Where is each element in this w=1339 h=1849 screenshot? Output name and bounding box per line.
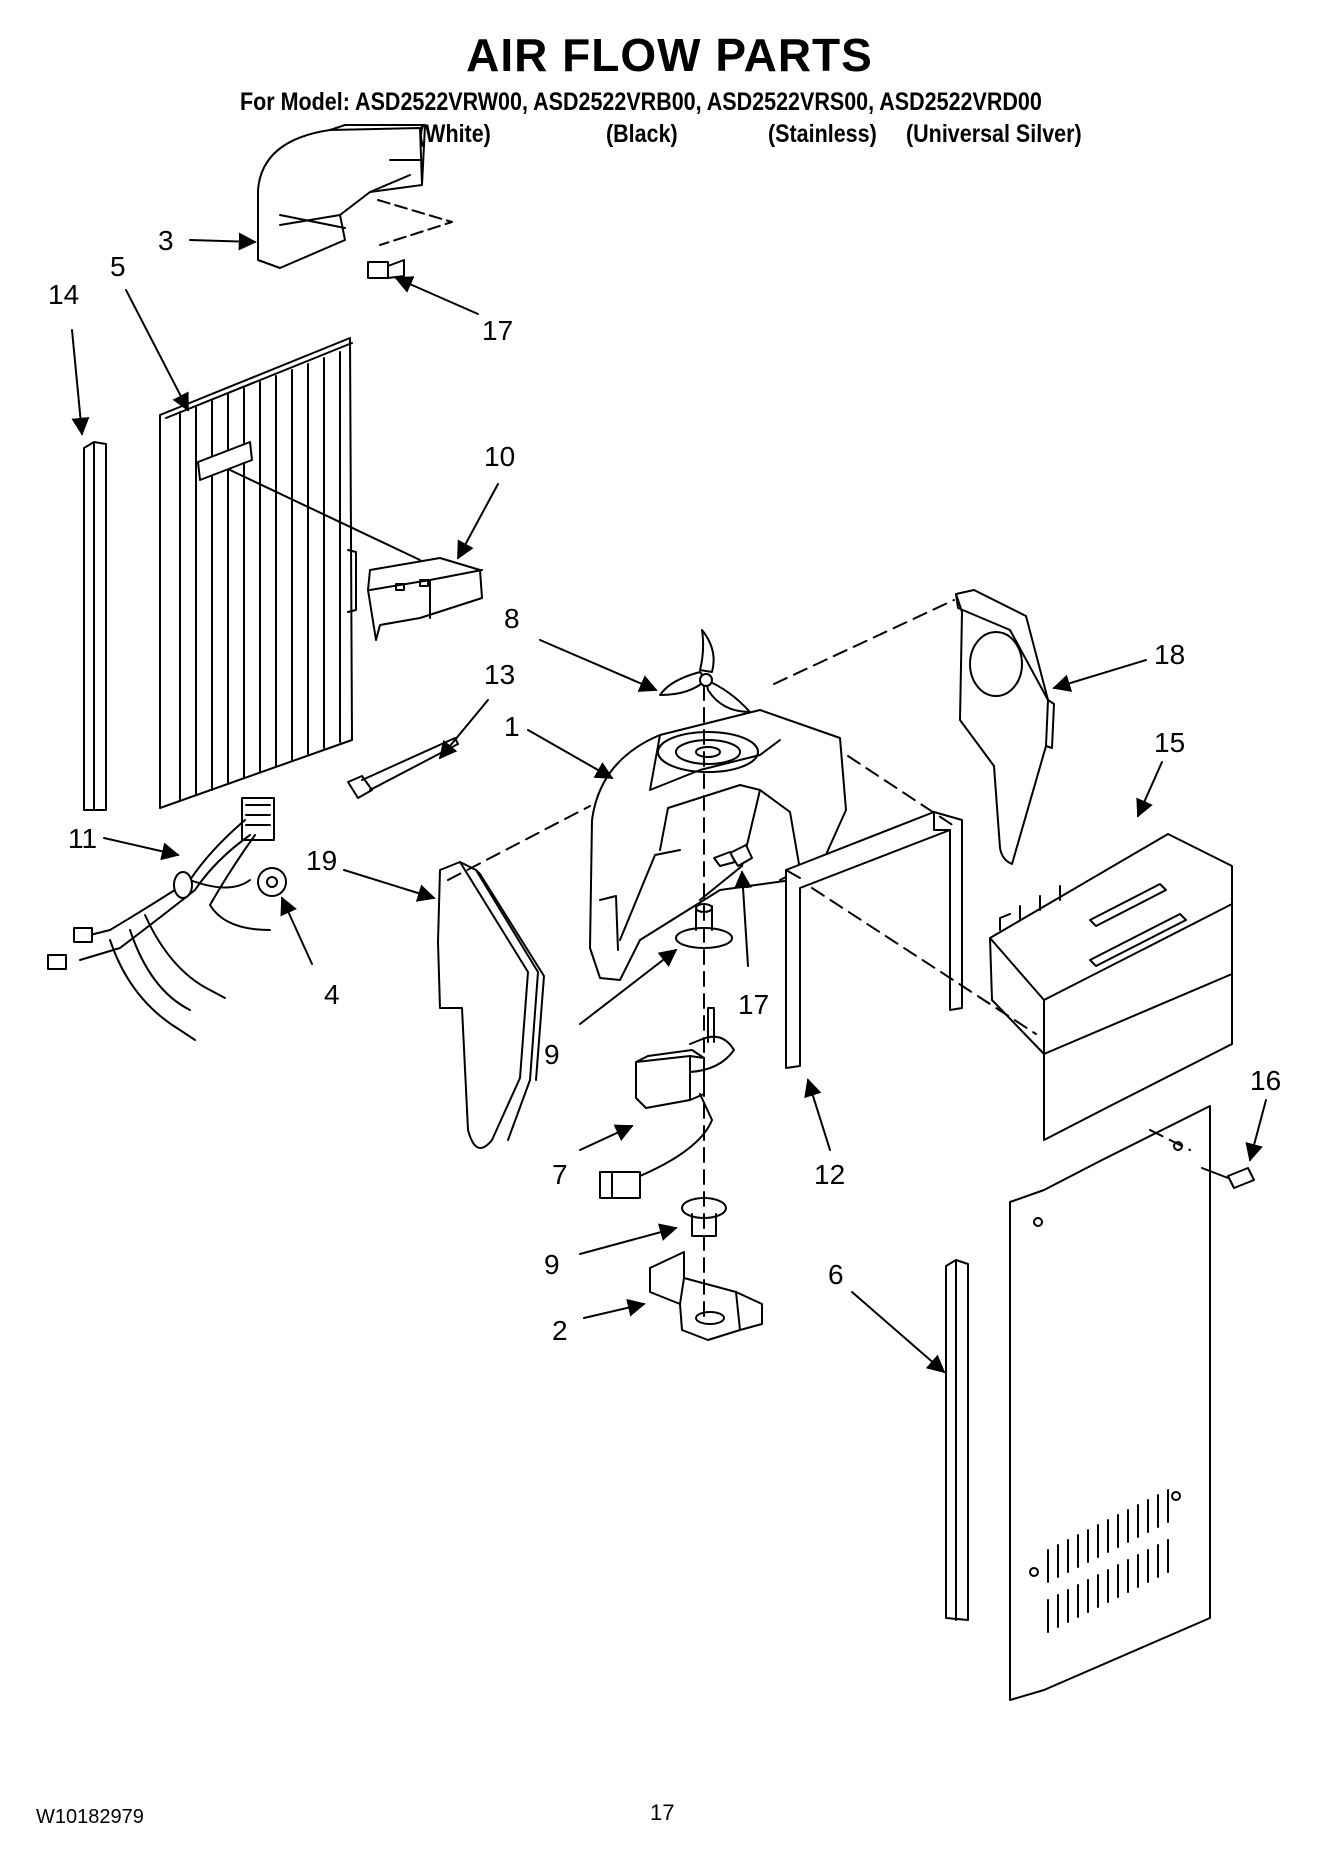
part-10-bracket <box>367 557 483 641</box>
callout-8: 8 <box>504 603 520 634</box>
part-17-screw-middle <box>713 844 753 867</box>
callout-17-top: 17 <box>482 315 513 346</box>
part-11-wire-harness <box>47 797 275 1041</box>
callout-4: 4 <box>324 979 340 1010</box>
variant-white: (White) <box>418 120 491 148</box>
model-list: For Model: ASD2522VRW00, ASD2522VRB00, A… <box>240 88 1042 116</box>
callout-3: 3 <box>158 225 174 256</box>
callout-6: 6 <box>828 1259 844 1290</box>
part-8-fan-blade <box>659 629 751 713</box>
assembly-lines <box>447 599 1191 1321</box>
part-4-grommet <box>257 867 287 897</box>
callout-9-lower: 9 <box>544 1249 560 1280</box>
callout-15: 15 <box>1154 727 1185 758</box>
part-3-duct-cover <box>257 124 453 269</box>
part-19-side-seal <box>437 861 545 1149</box>
callout-17-middle: 17 <box>738 989 769 1020</box>
foam-strip-lower <box>945 1259 969 1621</box>
callout-11: 11 <box>68 823 97 854</box>
part-6-lower-panel <box>1009 1105 1211 1701</box>
callout-19: 19 <box>306 845 337 876</box>
callout-leaders <box>71 232 1267 1374</box>
part-13-cable-tie <box>347 737 459 799</box>
variant-stainless: (Stainless) <box>768 120 877 148</box>
callout-16: 16 <box>1250 1065 1281 1096</box>
callout-7: 7 <box>552 1159 568 1190</box>
part-16-screw <box>1201 1167 1255 1189</box>
part-5-evaporator-panel <box>159 337 421 809</box>
document-number: W10182979 <box>36 1806 144 1828</box>
callout-12: 12 <box>814 1159 845 1190</box>
variant-universal-silver: (Universal Silver) <box>906 120 1082 148</box>
part-17-screw-top <box>367 259 405 279</box>
callout-numbers: 3 17 14 5 10 8 13 1 18 15 11 19 4 9 17 7… <box>48 225 1281 1346</box>
variant-black: (Black) <box>606 120 678 148</box>
part-18-baffle <box>955 589 1055 865</box>
callout-18: 18 <box>1154 639 1185 670</box>
callout-13: 13 <box>484 659 515 690</box>
page-number: 17 <box>650 1800 675 1825</box>
callout-2: 2 <box>552 1315 568 1346</box>
callout-14: 14 <box>48 279 79 310</box>
part-15-housing-cover <box>989 833 1233 1141</box>
part-14-foam-strip <box>83 441 107 811</box>
part-2-motor-bracket <box>649 1251 763 1341</box>
part-7-fan-motor <box>599 1007 735 1199</box>
callout-5: 5 <box>110 251 126 282</box>
callout-1: 1 <box>504 711 520 742</box>
callout-9-upper: 9 <box>544 1039 560 1070</box>
part-12-u-gasket <box>785 811 963 1069</box>
page-title: AIR FLOW PARTS <box>466 29 873 81</box>
callout-10: 10 <box>484 441 515 472</box>
